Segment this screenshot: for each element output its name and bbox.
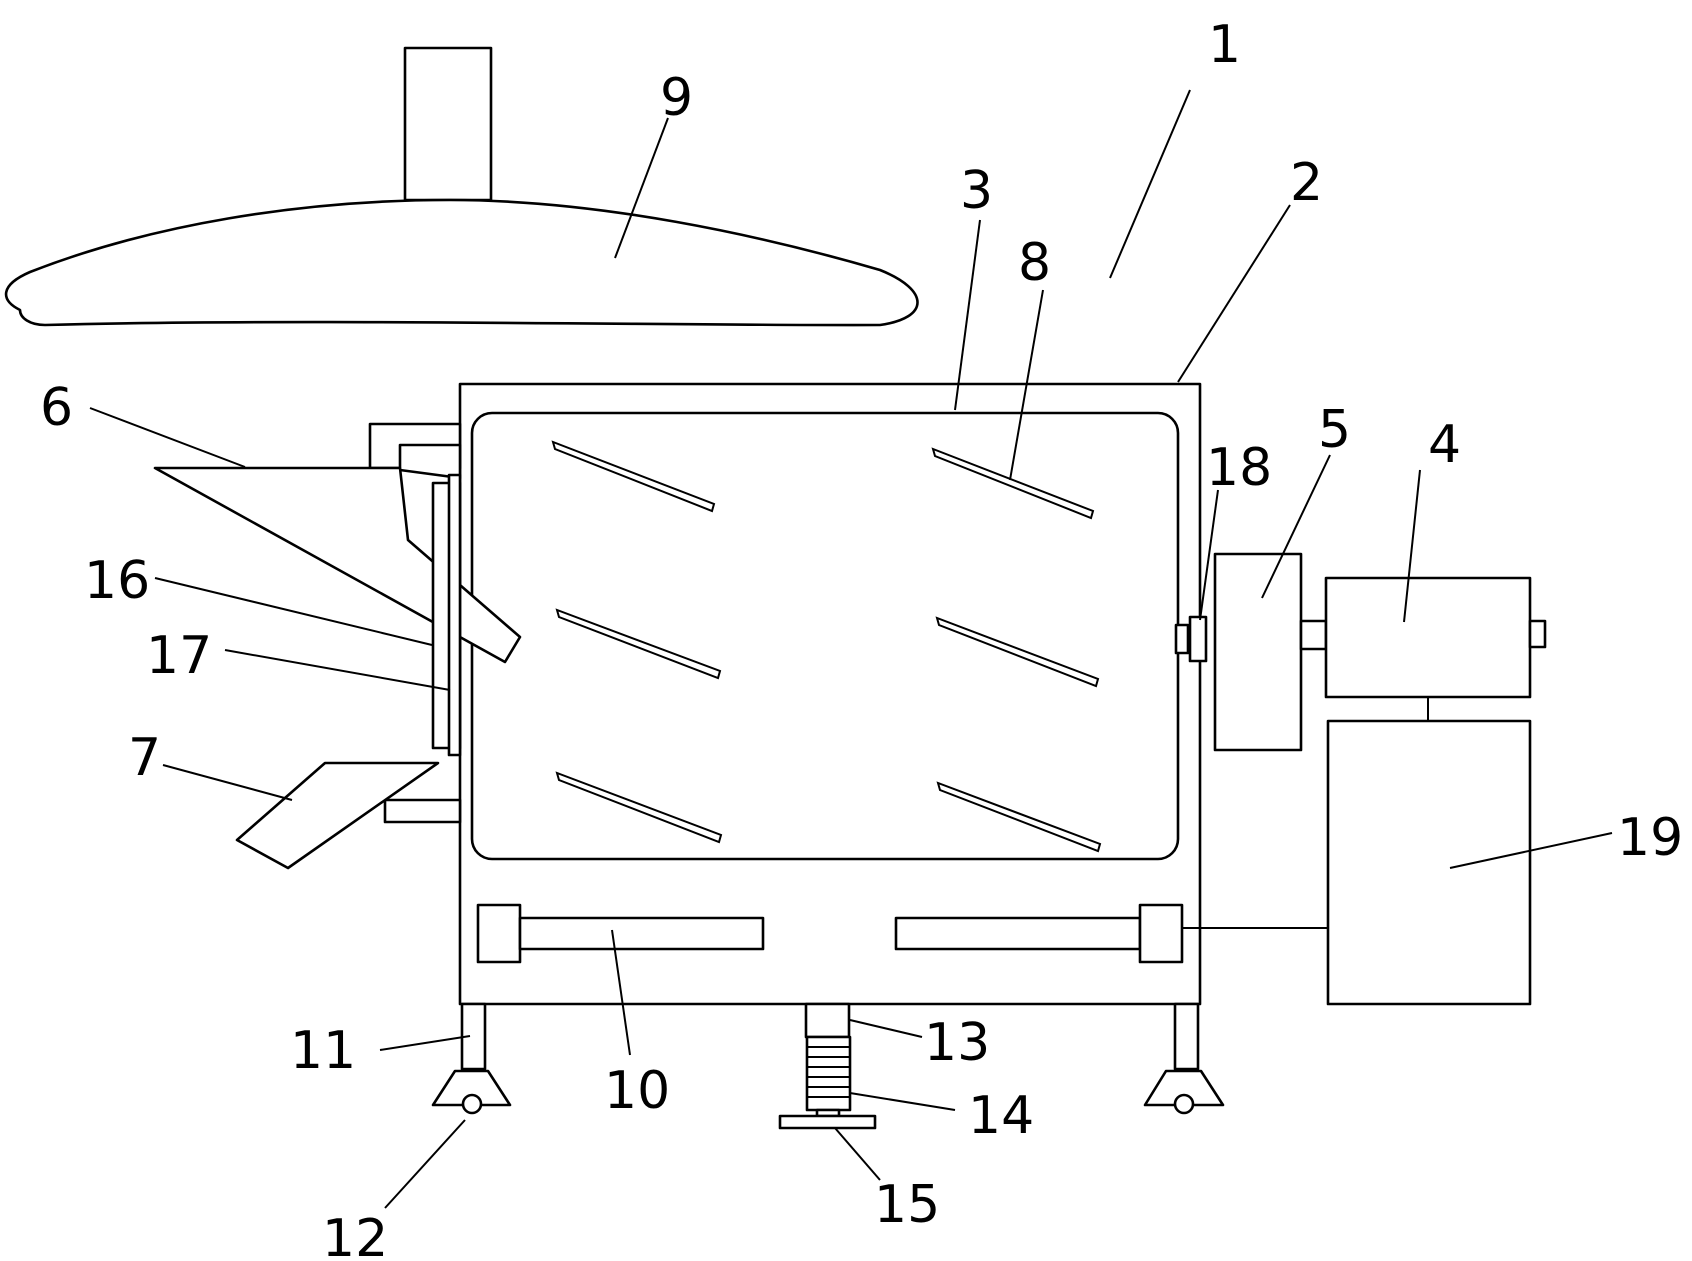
leg-11-right xyxy=(1173,1002,1200,1071)
blade xyxy=(936,781,1102,853)
leader-10 xyxy=(611,929,631,1056)
blade xyxy=(931,447,1095,520)
base-pad-15 xyxy=(778,1114,877,1130)
chute-bracket xyxy=(383,798,462,824)
mixing-drum-3 xyxy=(470,411,1180,861)
rod-left xyxy=(518,916,765,951)
control-box-19 xyxy=(1326,719,1532,1006)
leader-lines xyxy=(89,89,1613,1209)
hood-body xyxy=(4,198,919,327)
reducer-5 xyxy=(1213,552,1303,752)
cylinder-right xyxy=(1138,903,1184,964)
label-6: 6 xyxy=(40,378,73,438)
leader-18 xyxy=(1199,489,1219,621)
cylinders-10 xyxy=(476,903,1328,964)
label-9: 9 xyxy=(660,68,693,128)
leader-2 xyxy=(1177,204,1291,383)
blade xyxy=(555,608,722,680)
leader-15 xyxy=(834,1127,881,1181)
motor-tail-shaft xyxy=(1528,619,1547,649)
leader-16 xyxy=(154,577,433,646)
label-5: 5 xyxy=(1318,400,1351,460)
label-3: 3 xyxy=(960,161,993,221)
seal-17 xyxy=(447,473,462,757)
leader-11 xyxy=(379,1035,471,1051)
label-11: 11 xyxy=(290,1021,356,1081)
feed-hopper-6 xyxy=(153,422,522,664)
leader-14 xyxy=(849,1092,956,1111)
dust-hood-9 xyxy=(4,46,919,327)
support-13 xyxy=(804,1002,851,1039)
label-7: 7 xyxy=(128,728,161,788)
leader-17 xyxy=(224,649,451,691)
cylinder-left xyxy=(476,903,522,964)
label-10: 10 xyxy=(604,1061,670,1121)
blade xyxy=(551,440,716,513)
leader-9 xyxy=(614,117,669,259)
shaft-stub xyxy=(1174,623,1190,655)
label-14: 14 xyxy=(968,1086,1034,1146)
caster-12-left xyxy=(431,1069,512,1115)
label-16: 16 xyxy=(84,551,150,611)
blade xyxy=(935,616,1100,688)
spring-14 xyxy=(805,1035,852,1112)
leader-19 xyxy=(1449,832,1613,869)
part-labels: 1 2 3 4 5 6 7 8 9 10 11 12 13 14 15 16 1… xyxy=(40,15,1683,1261)
coupling-18 xyxy=(1188,615,1208,663)
label-17: 17 xyxy=(146,626,212,686)
leader-13 xyxy=(849,1019,923,1038)
leader-6 xyxy=(89,407,246,468)
motor-4 xyxy=(1324,576,1532,699)
discharge-chute-7 xyxy=(235,761,462,870)
hopper-arm xyxy=(398,443,462,480)
leader-4 xyxy=(1403,469,1421,623)
motor-shaft xyxy=(1299,619,1328,651)
label-13: 13 xyxy=(924,1013,990,1073)
label-4: 4 xyxy=(1428,415,1461,475)
stirring-blades-8 xyxy=(551,440,1102,853)
caster-12-right xyxy=(1143,1069,1225,1115)
leader-7 xyxy=(162,764,293,801)
leader-5 xyxy=(1261,454,1331,599)
leader-3 xyxy=(954,219,981,411)
leader-12 xyxy=(384,1119,466,1209)
chute-body xyxy=(235,761,440,870)
label-2: 2 xyxy=(1290,153,1323,213)
blade xyxy=(555,771,723,844)
label-12: 12 xyxy=(322,1209,388,1261)
label-19: 19 xyxy=(1617,808,1683,868)
leader-8 xyxy=(1009,289,1044,481)
label-18: 18 xyxy=(1206,438,1272,498)
label-15: 15 xyxy=(874,1175,940,1235)
label-1: 1 xyxy=(1208,15,1241,75)
leader-1 xyxy=(1109,89,1191,279)
label-8: 8 xyxy=(1018,233,1051,293)
rod-right xyxy=(894,916,1142,951)
exhaust-pipe xyxy=(403,46,493,202)
